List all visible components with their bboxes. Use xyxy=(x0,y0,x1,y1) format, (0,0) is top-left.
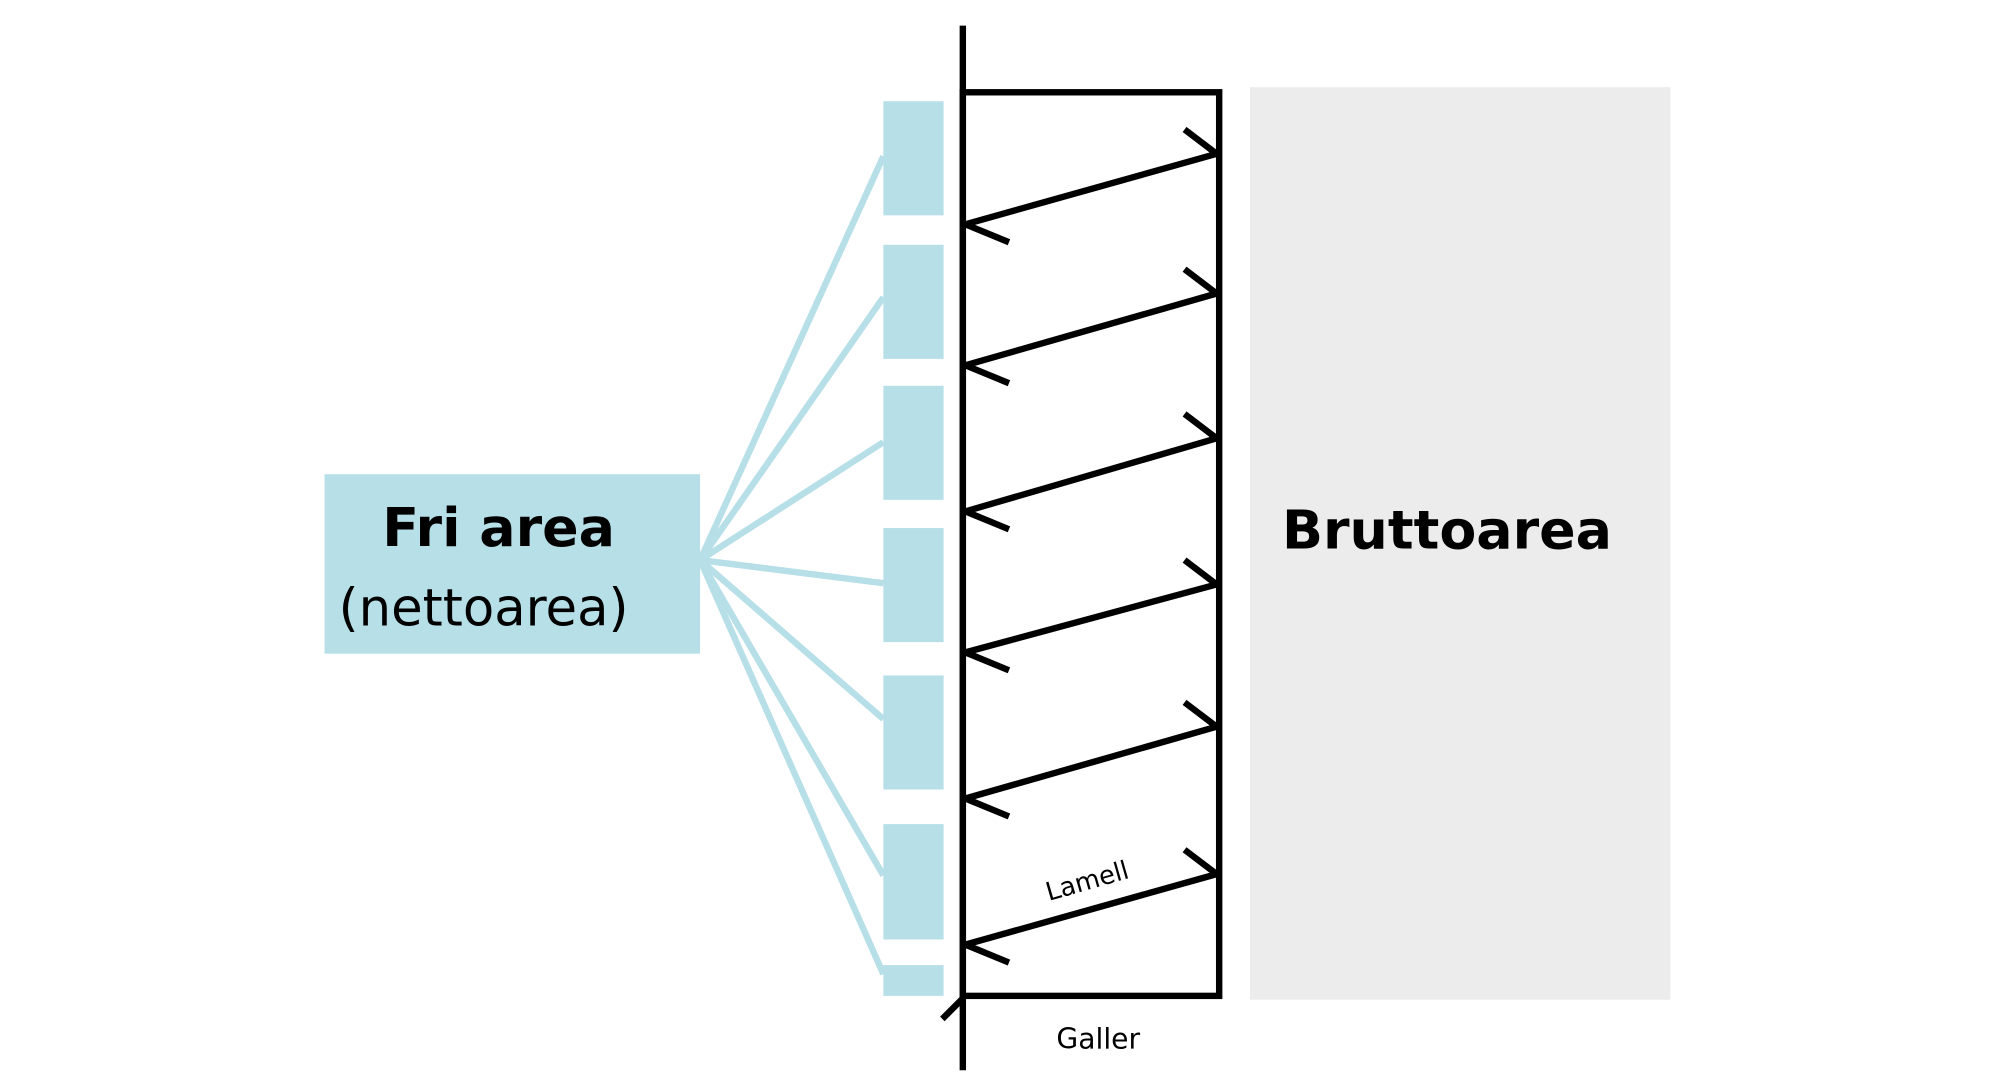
slat-arrow xyxy=(964,699,1219,820)
bottom-tick xyxy=(940,996,966,1022)
connector-line xyxy=(697,557,886,722)
slat-arrow xyxy=(964,266,1219,387)
connector-line xyxy=(697,558,887,878)
connector-line xyxy=(697,295,886,562)
slats xyxy=(964,126,1219,966)
free-area-subtitle: (nettoarea) xyxy=(339,578,629,638)
gross-area-label: Bruttoarea xyxy=(1282,499,1612,562)
opening xyxy=(883,385,944,500)
free-area-block xyxy=(324,474,701,654)
opening xyxy=(883,824,944,940)
gross-area-block xyxy=(1249,87,1671,1000)
connector-lines xyxy=(697,155,887,976)
grille-box xyxy=(959,89,1223,1000)
opening xyxy=(883,965,944,996)
slat-arrow xyxy=(964,557,1219,674)
slat-arrow xyxy=(964,126,1219,246)
grille-label: Galler xyxy=(1056,1022,1140,1055)
connector-line xyxy=(699,556,884,587)
slat-arrow xyxy=(964,847,1219,966)
opening xyxy=(883,244,944,359)
openings xyxy=(883,101,944,996)
connector-line xyxy=(698,439,886,563)
opening xyxy=(883,675,944,790)
free-area-title: Fri area xyxy=(382,496,615,559)
opening xyxy=(883,101,944,216)
grille-frame xyxy=(940,25,1223,1071)
connector-line xyxy=(697,155,887,562)
opening xyxy=(883,528,944,643)
connector-line xyxy=(697,558,887,976)
slat-arrow xyxy=(964,411,1219,533)
